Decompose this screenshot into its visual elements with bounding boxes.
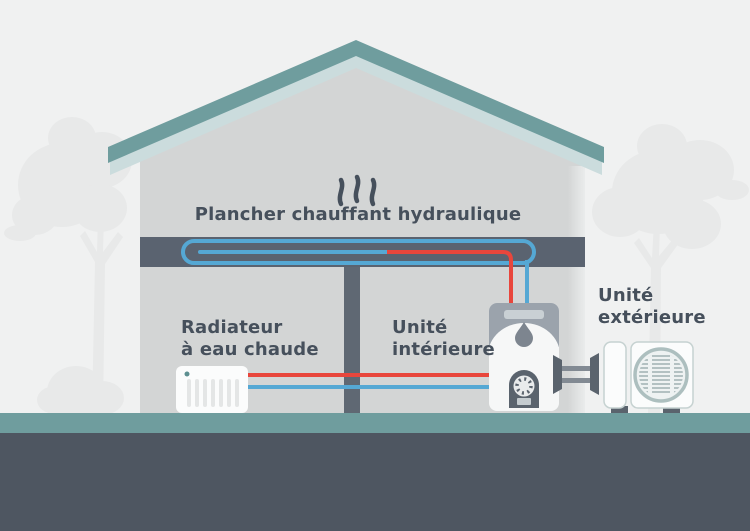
radiator-label: Radiateur à eau chaude — [181, 317, 319, 361]
outdoor-unit-side-panel — [603, 341, 627, 409]
indoor-unit — [489, 303, 559, 411]
indoor-unit-label-line2: intérieure — [392, 339, 495, 360]
cloud-silhouette — [4, 225, 36, 241]
outdoor-unit-label-line1: Unité — [598, 285, 654, 306]
indoor-unit-label: Unité intérieure — [392, 317, 495, 361]
ground — [0, 413, 750, 531]
water-drop-icon — [515, 322, 533, 347]
floor-heating-label-text: Plancher chauffant hydraulique — [194, 204, 522, 225]
indoor-unit-vent-slot — [504, 310, 544, 319]
radiator-label-line2: à eau chaude — [181, 339, 319, 360]
outdoor-unit-label-line2: extérieure — [598, 307, 706, 328]
wall-connector — [553, 353, 599, 395]
coil-hot-pipe-to-unit — [387, 250, 513, 306]
indoor-unit-label-line1: Unité — [392, 317, 448, 338]
radiator-label-line1: Radiateur — [181, 317, 283, 338]
connector-bracket-right — [590, 353, 599, 395]
cloud-silhouette — [715, 180, 749, 200]
ground-soil — [0, 433, 750, 531]
bush-silhouette — [37, 366, 124, 418]
fan-grille-icon — [633, 347, 689, 403]
indoor-unit-dome — [489, 323, 559, 387]
outdoor-unit-label: Unité extérieure — [598, 285, 706, 329]
heat-waves-icon — [337, 174, 377, 207]
cloud-silhouette — [685, 229, 711, 247]
outdoor-unit — [603, 341, 694, 413]
outdoor-unit-foot — [663, 406, 680, 413]
connector-bracket-left — [553, 355, 562, 394]
outdoor-unit-foot — [611, 406, 628, 413]
coil-outer-loop-cold-pipe — [181, 239, 536, 265]
interior-wall-pillar — [344, 267, 360, 413]
left-tree-silhouette — [4, 117, 132, 418]
ground-grass-band — [0, 413, 750, 433]
radiator-fins — [187, 379, 239, 407]
floor-heating-coil — [181, 239, 536, 306]
radiator — [176, 366, 248, 413]
floor-heating-label: Plancher chauffant hydraulique — [140, 204, 576, 226]
right-tree-silhouette — [592, 124, 749, 413]
radiator-valve-dot — [184, 371, 190, 377]
radiator-pipes — [246, 373, 493, 389]
pressure-gauge-icon — [509, 370, 539, 408]
wall-edge-highlight — [568, 166, 585, 413]
